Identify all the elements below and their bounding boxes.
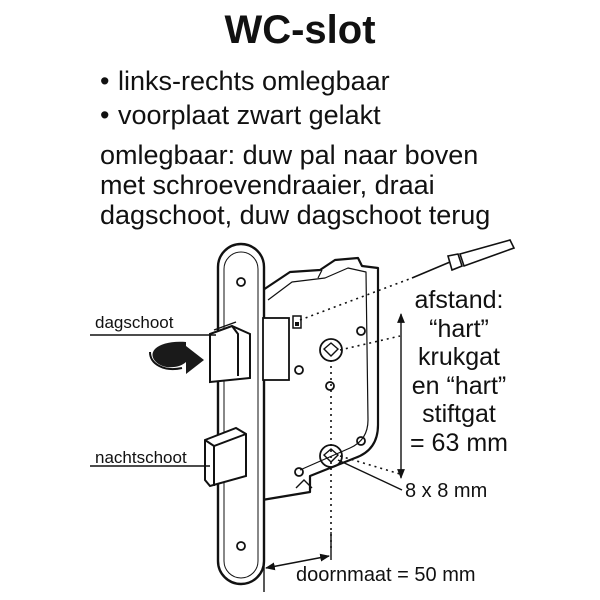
- screwdriver-icon: [411, 239, 516, 279]
- distance-annotation: afstand: “hart” krukgat en “hart” stiftg…: [404, 286, 514, 457]
- body-holes: [294, 326, 366, 477]
- feature-text: links-rechts omlegbaar: [118, 66, 390, 96]
- instruction-line: met schroevendraaier, draai: [100, 170, 435, 200]
- distance-line: krukgat: [418, 343, 500, 371]
- latch-bolt: [209, 321, 251, 384]
- label-square-size: 8 x 8 mm: [405, 480, 488, 502]
- label-dagschoot: dagschoot: [95, 313, 174, 332]
- distance-line: en “hart”: [411, 371, 507, 400]
- feature-text: voorplaat zwart gelakt: [118, 100, 381, 130]
- feature-item: • links-rechts omlegbaar: [100, 64, 390, 98]
- distance-line: = 63 mm: [410, 428, 508, 457]
- instructions: omlegbaar: duw pal naar boven met schroe…: [100, 140, 490, 230]
- faceplate: [216, 242, 266, 586]
- bullet-icon: •: [100, 100, 110, 130]
- distance-line: afstand:: [414, 286, 504, 314]
- rotate-arrow-icon: [149, 341, 204, 374]
- label-doornmaat: doornmaat = 50 mm: [296, 564, 476, 586]
- page-title: WC-slot: [224, 8, 376, 52]
- label-nachtschoot: nachtschoot: [95, 448, 187, 467]
- instruction-line: dagschoot, duw dagschoot terug: [100, 200, 491, 230]
- distance-line: stiftgat: [422, 400, 496, 428]
- mechanism-plate: [262, 317, 290, 381]
- feature-list: • links-rechts omlegbaar • voorplaat zwart…: [100, 64, 390, 132]
- feature-item: • voorplaat zwart gelakt: [100, 98, 390, 132]
- distance-line: “hart”: [429, 314, 489, 343]
- dead-bolt: [204, 426, 247, 488]
- bullet-icon: •: [100, 66, 110, 96]
- instruction-line: omlegbaar: duw pal naar boven: [100, 140, 479, 170]
